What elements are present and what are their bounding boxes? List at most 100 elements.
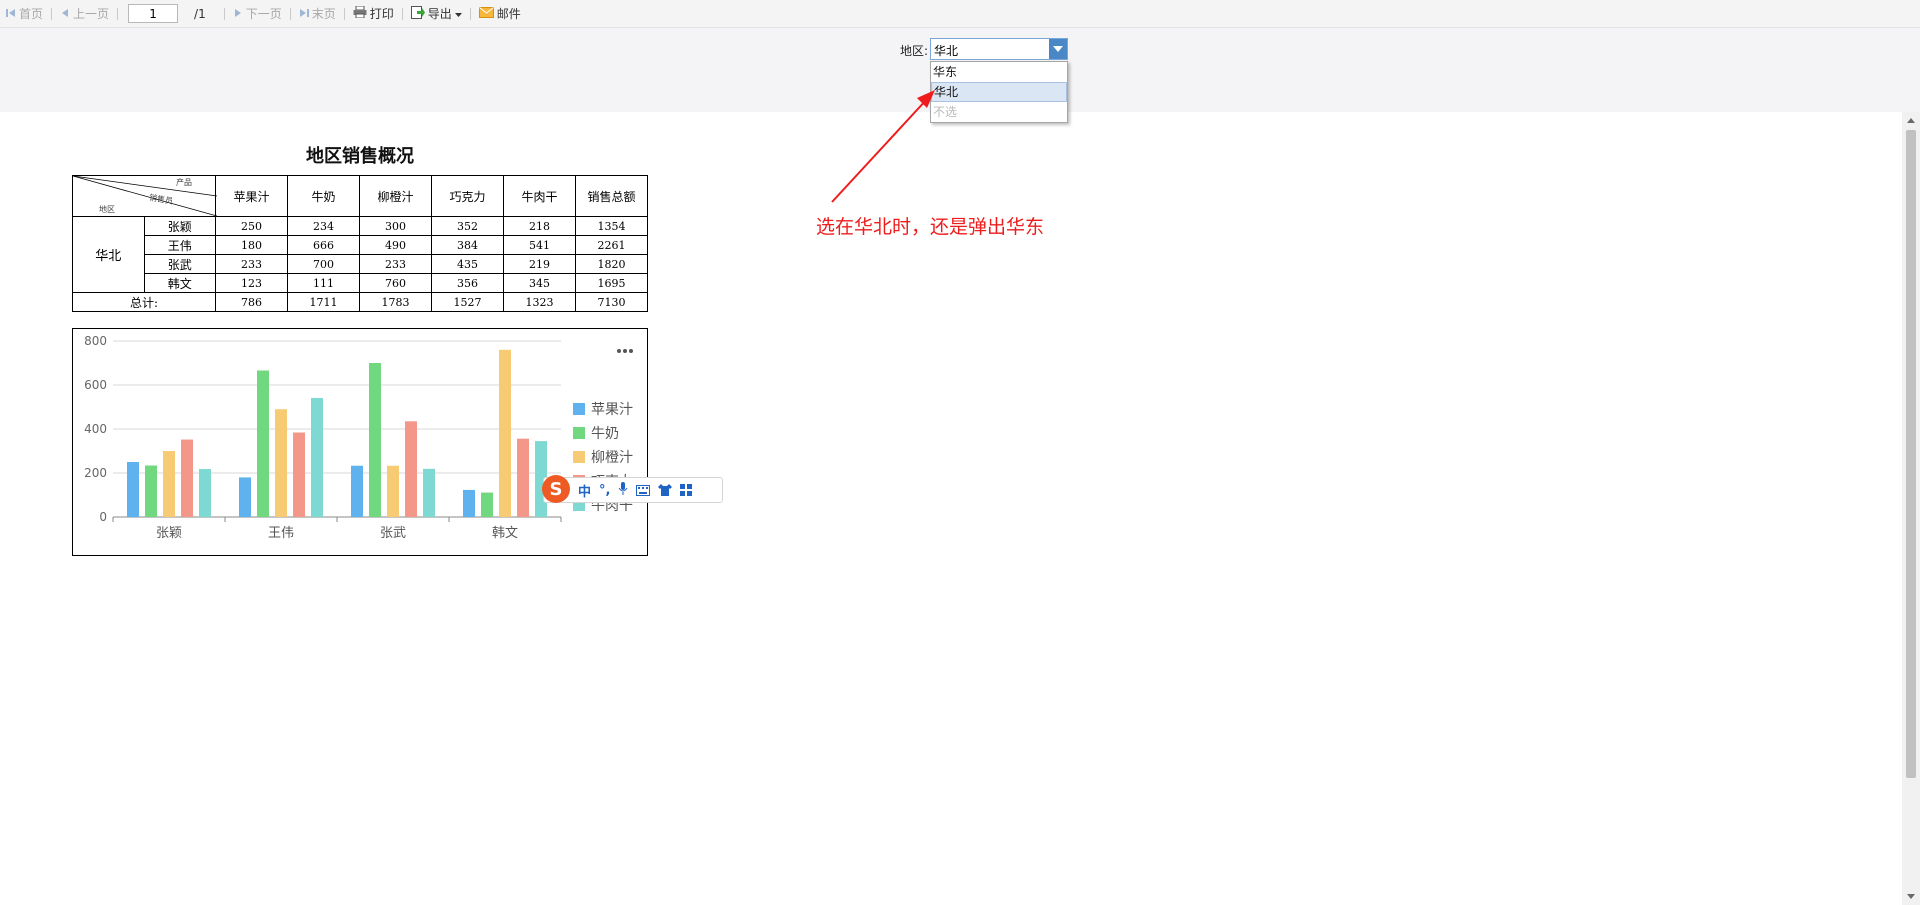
region-combobox-value: 华北 <box>934 44 959 58</box>
dropdown-option[interactable]: 华东 <box>933 65 958 79</box>
mail-button[interactable]: 邮件 <box>473 0 527 27</box>
chevron-down-icon <box>1053 46 1063 52</box>
bar <box>239 477 251 517</box>
sogou-logo-icon[interactable]: S <box>542 475 570 503</box>
table-cell: 123 <box>215 273 288 293</box>
prev-page-label: 上一页 <box>73 7 110 21</box>
toolbar-divider <box>401 7 403 20</box>
next-page-icon <box>233 7 243 21</box>
column-header: 柳橙汁 <box>359 175 432 217</box>
legend-swatch <box>573 427 585 439</box>
table-cell: 234 <box>287 216 360 236</box>
total-cell: 1783 <box>359 292 432 312</box>
vertical-scrollbar[interactable] <box>1902 112 1920 905</box>
table-cell: 700 <box>287 254 360 274</box>
export-icon <box>410 5 425 22</box>
next-page-label: 下一页 <box>245 7 282 21</box>
ime-toolbar[interactable]: S 中 °, <box>542 475 723 503</box>
skin-icon[interactable] <box>658 481 673 500</box>
first-page-label: 首页 <box>19 7 44 21</box>
keyboard-icon[interactable] <box>636 481 651 500</box>
y-tick-label: 200 <box>84 466 107 480</box>
legend-swatch <box>573 403 585 415</box>
table-cell: 219 <box>503 254 576 274</box>
bar <box>257 370 269 517</box>
next-page-button[interactable]: 下一页 <box>227 0 288 27</box>
diag-label-region: 地区 <box>99 205 115 214</box>
table-cell: 490 <box>359 235 432 255</box>
column-header: 牛奶 <box>287 175 360 217</box>
mic-icon[interactable] <box>618 481 628 500</box>
dropdown-toggle-button[interactable] <box>1049 39 1067 59</box>
scroll-down-icon[interactable] <box>1907 894 1915 899</box>
table-cell: 1820 <box>575 254 648 274</box>
table-cell: 666 <box>287 235 360 255</box>
bar <box>405 421 417 517</box>
bar <box>387 465 399 517</box>
table-cell: 352 <box>431 216 504 236</box>
total-cell: 1323 <box>503 292 576 312</box>
printer-icon <box>353 5 367 21</box>
scrollbar-thumb[interactable] <box>1906 130 1916 778</box>
more-dots-icon <box>623 349 627 353</box>
toolbar-divider <box>51 7 53 20</box>
toolbar-divider <box>343 7 345 20</box>
chevron-down-icon <box>454 7 462 21</box>
last-page-label: 末页 <box>311 7 336 21</box>
x-tick-label: 王伟 <box>268 526 294 541</box>
scroll-up-icon[interactable] <box>1907 118 1915 123</box>
sales-bar-chart: 0200400600800张颖王伟张武韩文苹果汁牛奶柳橙汁巧克力牛肉干 <box>72 328 648 556</box>
total-label: 总计: <box>72 292 216 312</box>
first-page-icon <box>6 7 16 21</box>
export-button[interactable]: 导出 <box>405 0 468 27</box>
sales-table: 产品 销售员 地区 苹果汁 牛奶 柳橙汁 巧克力 牛肉干 销售总额 华北 张颖 … <box>72 175 648 312</box>
page-number-input[interactable] <box>128 4 179 23</box>
diag-label-product: 产品 <box>176 178 192 187</box>
toolbar-divider <box>469 7 471 20</box>
bar <box>369 363 381 517</box>
region-cell: 华北 <box>72 216 145 293</box>
table-cell: 356 <box>431 273 504 293</box>
y-tick-label: 400 <box>84 422 107 436</box>
region-combobox[interactable]: 华北 <box>930 38 1068 60</box>
table-cell: 111 <box>287 273 360 293</box>
bar <box>423 468 435 517</box>
legend-label: 牛奶 <box>591 426 619 442</box>
y-tick-label: 600 <box>84 378 107 392</box>
prev-page-button[interactable]: 上一页 <box>54 0 115 27</box>
table-cell: 1354 <box>575 216 648 236</box>
mail-label: 邮件 <box>496 7 521 21</box>
bar <box>163 451 175 517</box>
chinese-mode-toggle[interactable]: 中 <box>578 484 592 500</box>
bar <box>145 465 157 517</box>
last-page-button[interactable]: 末页 <box>293 0 342 27</box>
legend-swatch <box>573 451 585 463</box>
x-tick-label: 张武 <box>380 526 406 541</box>
bar <box>181 439 193 517</box>
bar <box>517 438 529 517</box>
punctuation-toggle[interactable]: °, <box>599 482 611 498</box>
region-label: 地区: <box>900 44 929 58</box>
total-cell: 7130 <box>575 292 648 312</box>
seller-name: 韩文 <box>143 273 216 293</box>
bar <box>275 409 287 517</box>
y-tick-label: 800 <box>84 334 107 348</box>
dropdown-option-selected[interactable]: 华北 <box>931 82 1067 102</box>
envelope-icon <box>478 6 494 21</box>
toolbox-icon[interactable] <box>680 481 693 500</box>
table-row: 王伟 180 666 490 384 541 2261 <box>73 235 648 255</box>
region-dropdown-list: 华东 华北 不选 <box>930 61 1068 123</box>
table-cell: 218 <box>503 216 576 236</box>
bar <box>199 469 211 517</box>
table-cell: 233 <box>359 254 432 274</box>
x-tick-label: 张颖 <box>156 526 182 541</box>
bar <box>293 432 305 517</box>
table-row: 张武 233 700 233 435 219 1820 <box>73 254 648 274</box>
dropdown-option[interactable]: 不选 <box>933 105 958 119</box>
first-page-button[interactable]: 首页 <box>0 0 49 27</box>
table-cell: 541 <box>503 235 576 255</box>
table-cell: 233 <box>215 254 288 274</box>
table-cell: 180 <box>215 235 288 255</box>
print-button[interactable]: 打印 <box>347 0 400 27</box>
table-row: 韩文 123 111 760 356 345 1695 <box>73 273 648 293</box>
